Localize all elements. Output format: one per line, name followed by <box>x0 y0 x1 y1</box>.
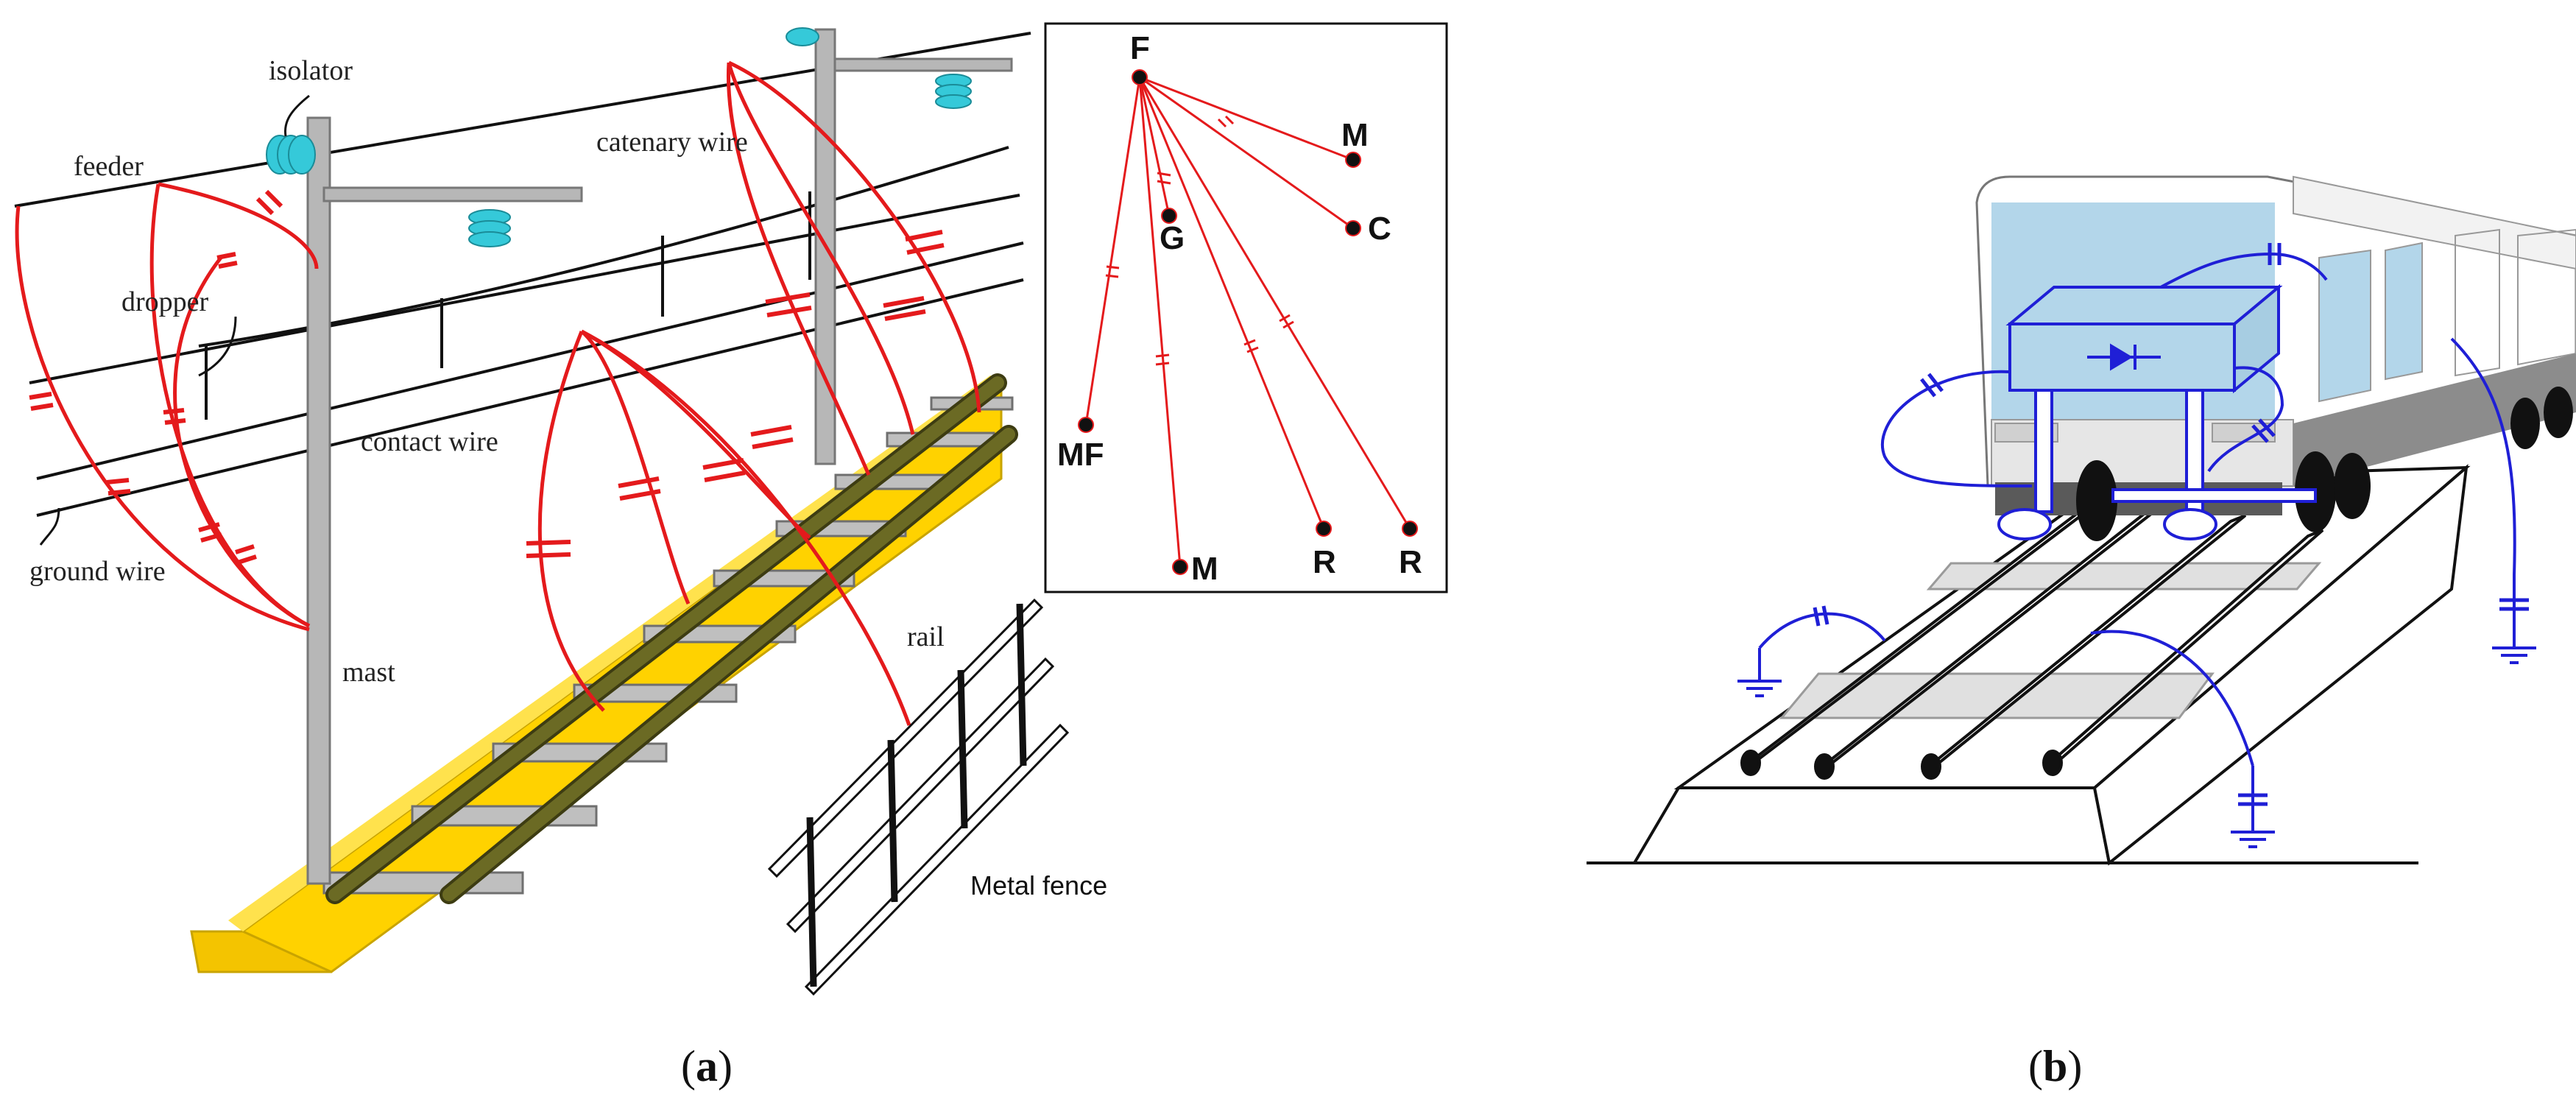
inset-capacitance-network: F M C G MF M R R <box>1044 22 1448 593</box>
masts <box>306 28 1013 885</box>
train-side-window <box>2318 249 2371 403</box>
overhead-wires <box>14 32 1031 517</box>
wheel <box>2334 453 2371 519</box>
capacitor-symbols-blue <box>1813 243 2529 806</box>
contact-wire-label: contact wire <box>361 426 498 457</box>
isolator-label: isolator <box>269 55 353 86</box>
train <box>1975 175 2576 541</box>
catenary-wire-label: catenary wire <box>596 127 748 158</box>
feeder-label: feeder <box>74 151 144 182</box>
mast-label: mast <box>342 657 395 688</box>
inset-node-R-right: R <box>1399 544 1422 580</box>
metal-fence <box>767 598 1070 996</box>
isolators <box>266 27 972 247</box>
caption-b: (b) <box>2028 1042 2082 1090</box>
ground-wire-2 <box>36 278 1024 517</box>
traction-converter <box>1997 283 2317 540</box>
isolator-icon <box>468 209 511 247</box>
ground-wire-label: ground wire <box>29 556 166 587</box>
train-side-window <box>2385 242 2423 381</box>
isolator-icon <box>935 74 972 109</box>
wheel <box>2076 460 2117 541</box>
contact-wire <box>29 194 1020 384</box>
ground-wire <box>36 242 1024 480</box>
inset-node-M-bottom: M <box>1191 551 1218 587</box>
wheel <box>2544 387 2573 438</box>
track-sleepers <box>1779 562 2322 719</box>
track-rails <box>1740 484 2324 780</box>
train-door <box>2517 228 2576 366</box>
train-door <box>2455 228 2500 377</box>
inset-node-MF: MF <box>1057 437 1104 473</box>
rails <box>325 373 1018 904</box>
isolator-icon <box>266 135 316 175</box>
dropper-label: dropper <box>121 286 209 317</box>
inset-node-C: C <box>1368 211 1391 247</box>
ground-symbol-icon <box>1737 646 2536 848</box>
wheel <box>2510 398 2540 449</box>
panel-a-catenary-diagram: isolator feeder catenary wire dropper co… <box>14 22 1448 1090</box>
caption-a: (a) <box>681 1042 733 1090</box>
inset-node-M-top: M <box>1341 117 1369 153</box>
metal-fence-label: Metal fence <box>970 870 1107 901</box>
capacitance-arcs <box>15 60 981 726</box>
inset-node-F: F <box>1130 30 1150 66</box>
panel-b-train-track-diagram: (b) <box>1587 175 2576 1090</box>
pointer-arrows <box>39 94 310 546</box>
rail-label: rail <box>907 621 945 652</box>
capacitor-symbols-red <box>29 189 945 565</box>
inset-node-G: G <box>1160 220 1185 256</box>
inset-node-R-left: R <box>1313 544 1336 580</box>
